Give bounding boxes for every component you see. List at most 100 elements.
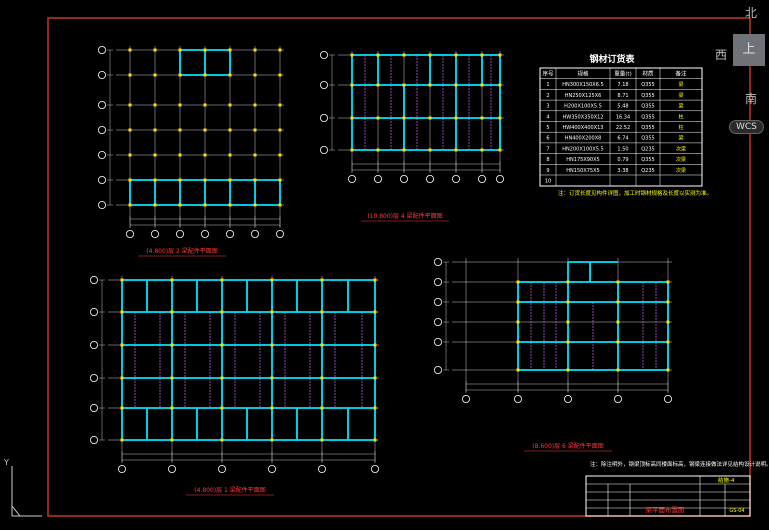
top_left-plan: (4.800)层 2 梁配件平面图 (98, 46, 284, 257)
axis-bubble (477, 174, 486, 183)
steel-column (220, 278, 224, 282)
steel-column (350, 116, 354, 120)
axis-bubble (217, 464, 226, 473)
top_right-plan: (10.800)层 4 梁配件平面图 (319, 51, 504, 222)
axis-bubble (425, 174, 434, 183)
steel-column (376, 116, 380, 120)
table-header-cell: 备注 (675, 70, 687, 78)
steel-column (120, 406, 124, 410)
steel-column (178, 48, 182, 52)
axis-bubble (98, 150, 107, 159)
table-header-cell: 序号 (542, 70, 554, 78)
view-cube-south[interactable]: 南 (745, 92, 758, 106)
steel-column (566, 300, 570, 304)
view-cube[interactable]: 北 西 上 南 WCS (709, 0, 769, 150)
axis-bubble (126, 229, 135, 238)
steel-column (480, 148, 484, 152)
axis-bubble (175, 229, 184, 238)
steel-column (128, 203, 132, 207)
steel-column (228, 153, 232, 157)
steel-column (402, 116, 406, 120)
steel-column (278, 153, 282, 157)
steel-column (120, 343, 124, 347)
view-cube-north[interactable]: 北 (745, 6, 758, 20)
steel-column (178, 73, 182, 77)
table-cell: HN175X90X5 (566, 157, 599, 163)
table-cell: 次梁 (676, 156, 686, 163)
table-outline (539, 67, 703, 187)
plan-title: (8.600)层 6 梁配件平面图 (532, 442, 604, 450)
steel-column (428, 83, 432, 87)
table-cell: 5.48 (617, 104, 628, 110)
table-cell: 1.50 (617, 146, 628, 152)
table-cell: Q355 (641, 136, 654, 142)
axis-bubble (433, 337, 442, 346)
table-cell: Q355 (641, 82, 654, 88)
table-cell: HN150X75X5 (566, 168, 599, 174)
axis-bubble (150, 229, 159, 238)
steel-column (616, 280, 620, 284)
steel-column (516, 340, 520, 344)
bottom-note: 注：除注明外，钢梁顶标高同楼面标高，钢梁连接做法详见结构设计说明。 (590, 460, 769, 468)
axis-bubble (225, 229, 234, 238)
table-header-cell: 重量(t) (614, 70, 631, 78)
table-cell: 8 (546, 157, 549, 163)
steel-column (566, 280, 570, 284)
table-cell: 6.74 (617, 136, 628, 142)
axis-bubble (495, 174, 504, 183)
steel-column (373, 310, 377, 314)
wcs-button[interactable]: WCS (729, 120, 764, 134)
steel-column (128, 48, 132, 52)
steel-column (153, 178, 157, 182)
steel-column (278, 48, 282, 52)
steel-column (376, 53, 380, 57)
table-cell: 3 (546, 104, 549, 110)
steel-column (516, 368, 520, 372)
axis-bubble (373, 174, 382, 183)
structural-plans: (4.800)层 2 梁配件平面图 (10.800)层 4 梁配件平面图 (4.80… (90, 46, 673, 496)
steel-column (376, 148, 380, 152)
steel-column (178, 128, 182, 132)
axis-bubble (433, 297, 442, 306)
axis-bubble (614, 394, 623, 403)
title-block-number: GS-04 (729, 508, 744, 514)
steel-column (320, 438, 324, 442)
bottom_right-plan: (8.600)层 6 梁配件平面图 (433, 257, 673, 452)
steel-column (228, 103, 232, 107)
plan-title: (4.800)层 2 梁配件平面图 (146, 247, 218, 255)
steel-column (170, 343, 174, 347)
axis-bubble (461, 394, 470, 403)
steel-column (220, 406, 224, 410)
steel-column (616, 300, 620, 304)
steel-column (253, 153, 257, 157)
steel-column (228, 48, 232, 52)
axis-bubble (90, 340, 99, 349)
axis-bubble (90, 403, 99, 412)
table-title: 钢材订货表 (589, 53, 635, 65)
steel-column (616, 368, 620, 372)
axis-bubble (98, 126, 107, 135)
table-cell: 次梁 (676, 167, 686, 174)
steel-column (220, 438, 224, 442)
steel-column (203, 178, 207, 182)
axis-bubble (319, 81, 328, 90)
steel-column (350, 148, 354, 152)
drawing-frame-border (47, 17, 751, 517)
view-cube-west[interactable]: 西 (715, 48, 728, 62)
axis-bubble (250, 229, 259, 238)
table-cell: 梁 (678, 135, 683, 142)
steel-column (228, 178, 232, 182)
bottom_left-plan: (4.800)层 1 梁配件平面图 (90, 275, 379, 496)
table-cell: 梁 (678, 92, 683, 99)
view-cube-top-face[interactable]: 上 (733, 34, 765, 66)
steel-column (278, 178, 282, 182)
table-cell: 4 (546, 114, 549, 120)
table-cell: 3.38 (617, 168, 628, 174)
steel-column (170, 376, 174, 380)
steel-column (203, 48, 207, 52)
steel-column (153, 73, 157, 77)
steel-column (228, 128, 232, 132)
table-cell: HW350X350X12 (562, 114, 603, 120)
steel-column (278, 203, 282, 207)
